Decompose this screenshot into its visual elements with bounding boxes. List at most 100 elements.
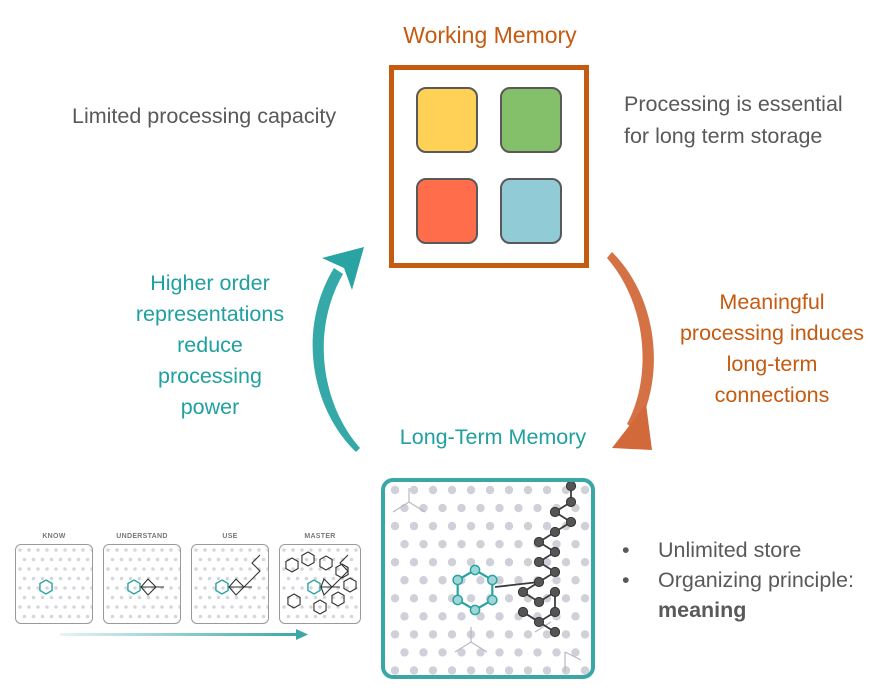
thumb-node [81, 586, 85, 590]
thumb-node [230, 548, 234, 552]
thumb-node [54, 605, 58, 609]
concept-node [549, 606, 561, 618]
stage-understand-network [106, 548, 180, 619]
thumb-teal-hex [127, 579, 141, 595]
memory-node [476, 503, 485, 513]
thumb-node [345, 605, 349, 609]
memory-node [476, 612, 485, 621]
long-term-memory-box [381, 478, 595, 679]
thumb-node [49, 576, 54, 581]
thumb-node [137, 595, 142, 600]
memory-node [504, 666, 514, 675]
thumb-node [76, 614, 81, 619]
teal-node [452, 574, 464, 586]
thumb-node [194, 548, 198, 552]
processing-note: Processing is essential for long term st… [624, 88, 843, 152]
thumb-node [207, 614, 212, 619]
thumb-node [173, 576, 178, 581]
thumb-node [27, 548, 31, 552]
knowledge-network [390, 482, 590, 675]
thumb-node [31, 576, 36, 581]
thumb-node [282, 586, 286, 590]
thumb-node [164, 557, 169, 562]
memory-node [428, 666, 438, 675]
thumb-node [300, 567, 304, 571]
stage-label-understand: UNDERSTAND [116, 533, 168, 540]
stage-master [279, 544, 361, 624]
memory-node [400, 576, 409, 585]
thumb-node [313, 595, 318, 600]
memory-node [580, 521, 590, 531]
thumb-node [169, 548, 173, 552]
thumb-node [106, 567, 110, 571]
meaningful-line4: connections [714, 383, 830, 407]
memory-node [409, 521, 419, 531]
memory-node [447, 521, 457, 531]
thumb-node [137, 614, 142, 619]
thumb-node [115, 605, 119, 609]
memory-node [485, 630, 495, 639]
memory-node [457, 539, 466, 549]
bullet: • [622, 538, 630, 562]
thumb-node [230, 605, 234, 609]
thumb-node [72, 605, 76, 609]
faint-link [564, 651, 582, 661]
memory-node [447, 485, 457, 495]
memory-node [400, 612, 409, 621]
memory-node [523, 630, 533, 639]
thumb-node [248, 605, 252, 609]
progress-arrow [60, 629, 308, 640]
thumb-node [36, 586, 40, 590]
memory-node [533, 503, 542, 513]
thumb-node [85, 576, 90, 581]
memory-node [523, 521, 533, 531]
thumb-node [216, 557, 221, 562]
faint-link [392, 501, 410, 513]
thumb-node [354, 548, 358, 552]
thumb-node [142, 567, 146, 571]
thumb-node [76, 576, 81, 581]
thumb-node [85, 595, 90, 600]
memory-node [390, 485, 400, 495]
thumb-node [257, 586, 261, 590]
thumb-node [119, 576, 124, 581]
stage-use-network [194, 548, 268, 619]
thumb-dark-chain [243, 554, 261, 588]
thumb-node [207, 557, 212, 562]
meaningful-processing-text: Meaningful processing induces long-term … [662, 287, 882, 411]
orange-arrow-head [612, 404, 652, 450]
orange-arrow-body [607, 252, 654, 430]
thumb-node [128, 557, 133, 562]
thumb-node [18, 586, 22, 590]
thumb-node [322, 595, 327, 600]
thumb-node [221, 586, 225, 590]
thumb-node [286, 614, 291, 619]
memory-node [542, 558, 552, 567]
thumb-node [115, 567, 119, 571]
memory-node [495, 503, 504, 513]
stage-use [191, 544, 269, 624]
memory-node [466, 666, 476, 675]
teal-node [486, 574, 498, 586]
memory-node [504, 521, 514, 531]
thumb-master-hex [301, 551, 315, 567]
thumb-node [155, 595, 160, 600]
thumb-node [58, 576, 63, 581]
thumb-node [106, 548, 110, 552]
thumb-node [261, 595, 266, 600]
thumb-node [151, 605, 155, 609]
thumb-node [81, 567, 85, 571]
thumb-node [300, 605, 304, 609]
processing-note-line2: for long term storage [624, 124, 823, 148]
thumb-node [72, 586, 76, 590]
thumb-dark-links [320, 578, 340, 596]
thumb-node [252, 557, 257, 562]
thumb-node [178, 548, 180, 552]
thumb-node [212, 586, 216, 590]
thumb-node [67, 595, 72, 600]
memory-node [504, 558, 514, 567]
stage-understand [103, 544, 181, 624]
thumb-node [225, 557, 230, 562]
wm-slot-green [500, 87, 562, 153]
memory-node [390, 630, 400, 639]
